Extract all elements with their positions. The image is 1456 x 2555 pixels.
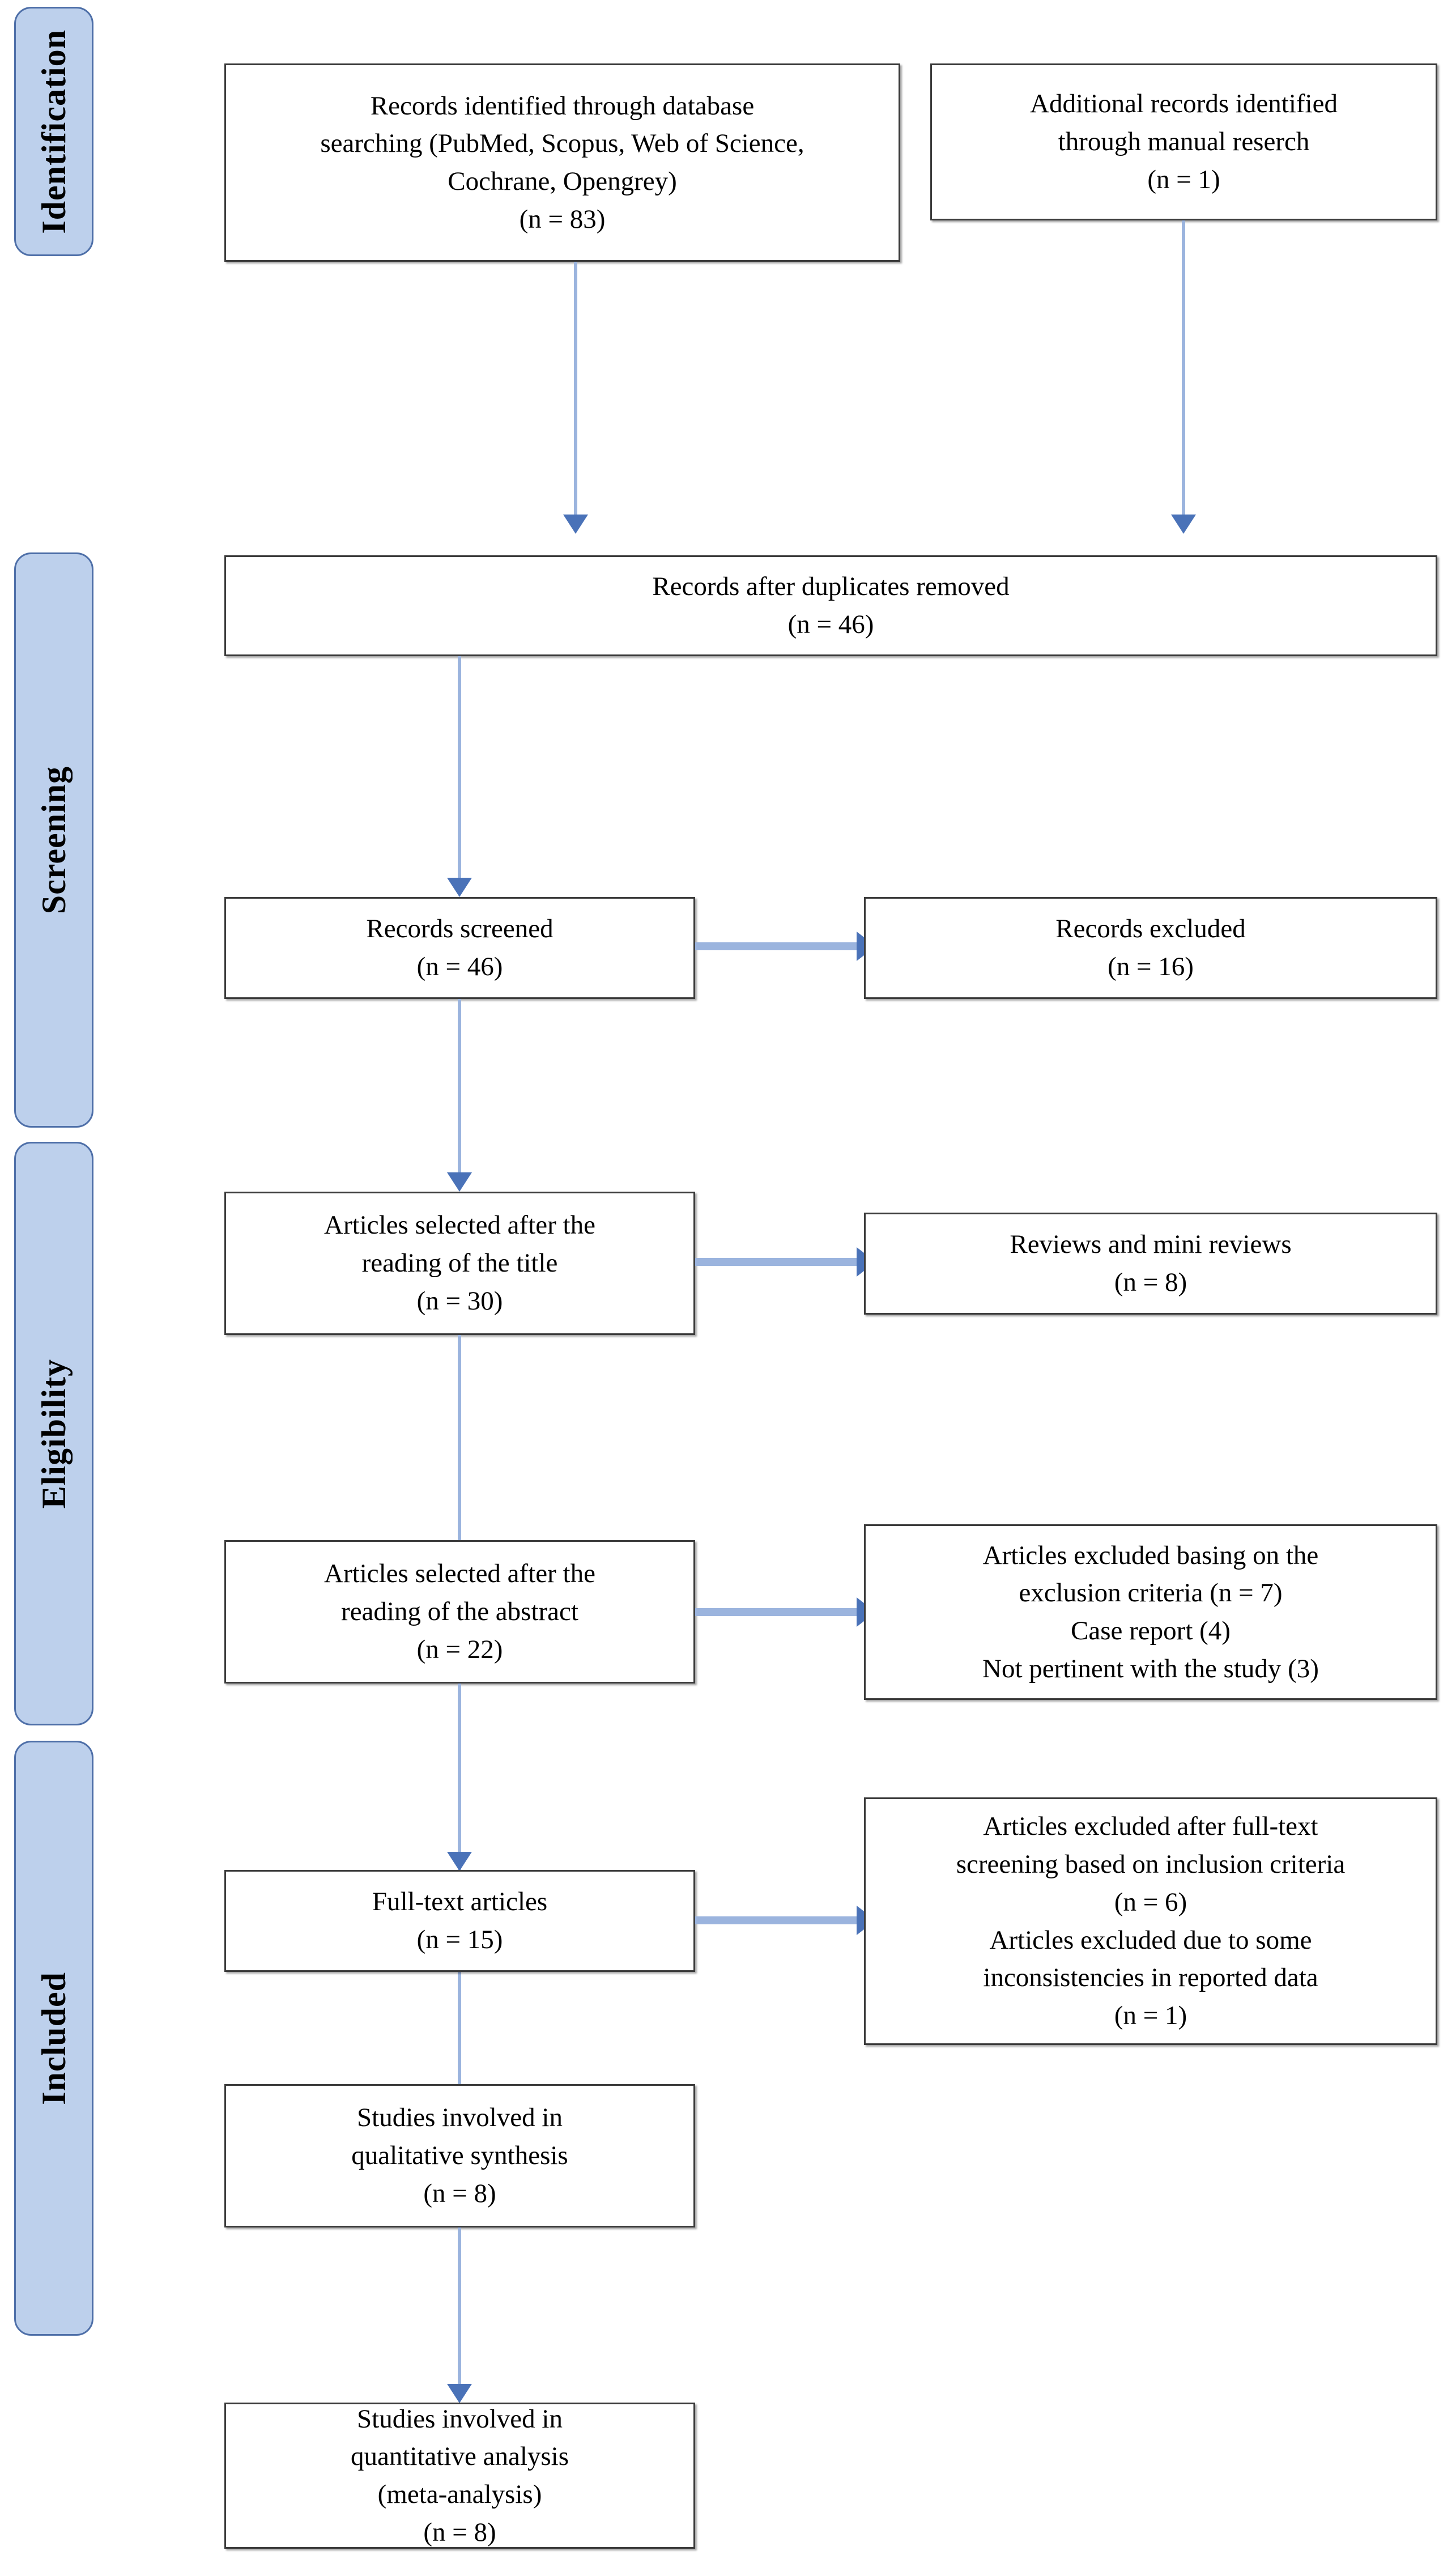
box-count: (n = 46) [416,952,503,981]
box-line: (meta-analysis) [377,2480,542,2509]
connector-line-title-to-reviews [695,1258,859,1266]
connector-arrow-manual-to-duplicates [1171,515,1196,534]
stage-banner-eligibility: Eligibility [14,1142,93,1725]
connector-line-title-to-abstract [458,1335,461,1633]
box-line: Articles excluded due to some [989,1925,1312,1955]
box-line: through manual reserch [1058,127,1310,157]
connector-line-screened-to-excluded [695,942,859,950]
box-line: searching (PubMed, Scopus, Web of Scienc… [320,125,804,163]
box-line: Not pertinent with the study (3) [982,1653,1319,1684]
connector-line-manual-to-duplicates [1182,220,1185,517]
stage-banner-screening: Screening [14,552,93,1128]
box-line: quantitative analysis [350,2442,569,2472]
box-line: reading of the title [361,1248,558,1278]
connector-arrow-abstract-to-fulltext [447,1852,472,1871]
box-line-text: ) [668,167,677,196]
stage-banner-included: Included [14,1741,93,2336]
box-line: Case report (4) [1071,1616,1231,1646]
stage-banner-label: Eligibility [35,1358,73,1509]
box-line: Full-text articles [372,1887,548,1917]
connector-line-screened-to-title [458,999,461,1175]
connector-arrow-db-to-duplicates [563,515,588,534]
box-line: Articles excluded after full-text [983,1812,1318,1842]
box-count: (n = 8) [1114,1268,1187,1297]
box-count: (n = 46) [787,610,874,639]
box-studies-qualitative-synthesis: Studies involved in qualitative synthesi… [224,2084,695,2227]
box-line: Reviews and mini reviews [1010,1230,1292,1260]
box-line: Records identified through database [370,91,755,121]
box-line: Records screened [366,914,554,944]
box-records-screened: Records screened (n = 46) [224,897,695,999]
box-count: (n = 1) [1114,2000,1187,2030]
box-records-after-duplicates: Records after duplicates removed (n = 46… [224,555,1437,656]
box-records-identified-database: Records identified through database sear… [224,63,900,262]
box-count: (n = 16) [1108,952,1194,981]
connector-arrow-qualitative-to-quantitative [447,2384,472,2403]
box-count: (n = 8) [423,2178,496,2208]
box-articles-excluded-criteria: Articles excluded basing on the exclusio… [864,1524,1437,1700]
box-articles-selected-title: Articles selected after the reading of t… [224,1192,695,1335]
stage-banner-label: Included [35,1971,73,2105]
box-full-text-articles: Full-text articles (n = 15) [224,1870,695,1972]
connector-line-db-to-duplicates [574,262,577,517]
box-records-excluded: Records excluded (n = 16) [864,897,1437,999]
box-count: (n = 30) [416,1286,503,1316]
box-line-italic: PubMed, Scopus, Web of Science, [437,129,804,159]
box-line-italic: Cochrane, Opengrey [448,167,669,196]
box-articles-selected-abstract: Articles selected after the reading of t… [224,1540,695,1684]
box-reviews-excluded: Reviews and mini reviews (n = 8) [864,1213,1437,1315]
box-additional-records-manual: Additional records identified through ma… [930,63,1437,220]
connector-arrow-duplicates-to-screened [447,878,472,897]
box-count: (n = 6) [1114,1887,1187,1917]
box-count: (n = 1) [1147,164,1220,194]
box-line: Cochrane, Opengrey) [448,163,677,201]
box-line: exclusion criteria (n = 7) [1019,1578,1283,1608]
box-count: (n = 15) [416,1925,503,1954]
box-line: Articles excluded basing on the [982,1540,1319,1570]
box-count: (n = 8) [423,2517,496,2547]
box-line-text: searching ( [320,129,438,159]
stage-banner-identification: Identification [14,7,93,256]
box-count: (n = 83) [519,204,606,234]
box-count: (n = 22) [416,1634,503,1664]
connector-line-qualitative-to-quantitative [458,2227,461,2386]
box-line: Articles selected after the [324,1210,595,1240]
box-line: Studies involved in [357,2404,563,2434]
box-line: Records excluded [1055,914,1246,944]
box-line: reading of the abstract [341,1597,578,1627]
connector-arrow-screened-to-title [447,1172,472,1192]
stage-banner-label: Identification [35,29,73,234]
box-line: Studies involved in [357,2103,563,2133]
connector-line-abstract-to-criteria [695,1608,859,1616]
box-line: Additional records identified [1030,89,1338,119]
box-studies-quantitative-analysis: Studies involved in quantitative analysi… [224,2403,695,2549]
connector-line-fulltext-to-excluded [695,1916,859,1924]
box-line: screening based on inclusion criteria [956,1850,1346,1880]
connector-line-duplicates-to-screened [458,656,461,880]
box-line: Articles selected after the [324,1559,595,1589]
box-line: qualitative synthesis [351,2141,568,2171]
box-line: Records after duplicates removed [652,572,1010,602]
box-line: inconsistencies in reported data [983,1963,1318,1993]
stage-banner-label: Screening [35,766,73,915]
box-articles-excluded-fulltext: Articles excluded after full-text screen… [864,1797,1437,2045]
